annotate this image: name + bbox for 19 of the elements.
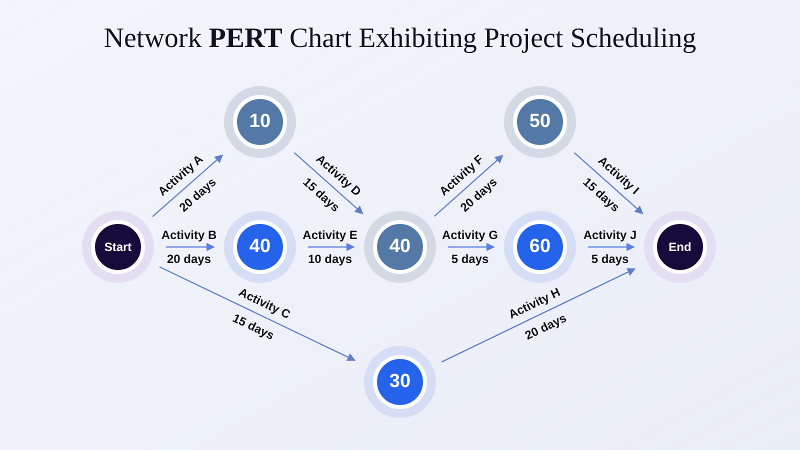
node-label: 40	[249, 234, 271, 259]
title: Network PERT Chart Exhibiting Project Scheduling	[102, 22, 698, 56]
arrow	[441, 268, 636, 363]
edge-label: Activity E 10 days	[302, 227, 358, 268]
edge-label: Activity B 20 days	[160, 227, 218, 268]
arrow	[448, 242, 495, 252]
edge-label: Activity G 5 days	[440, 227, 499, 268]
arrow	[159, 266, 356, 361]
node-label: 30	[389, 370, 411, 394]
node-label: 50	[529, 110, 551, 134]
arrow	[166, 242, 215, 252]
node-label: 10	[249, 110, 271, 134]
node-label: End	[668, 239, 692, 256]
arrow	[308, 242, 355, 252]
node-label: Start	[104, 239, 132, 256]
arrow	[588, 242, 635, 252]
node-label: 60	[529, 234, 551, 259]
node-label: 40	[389, 234, 411, 259]
edge-label: Activity J 5 days	[582, 227, 638, 268]
